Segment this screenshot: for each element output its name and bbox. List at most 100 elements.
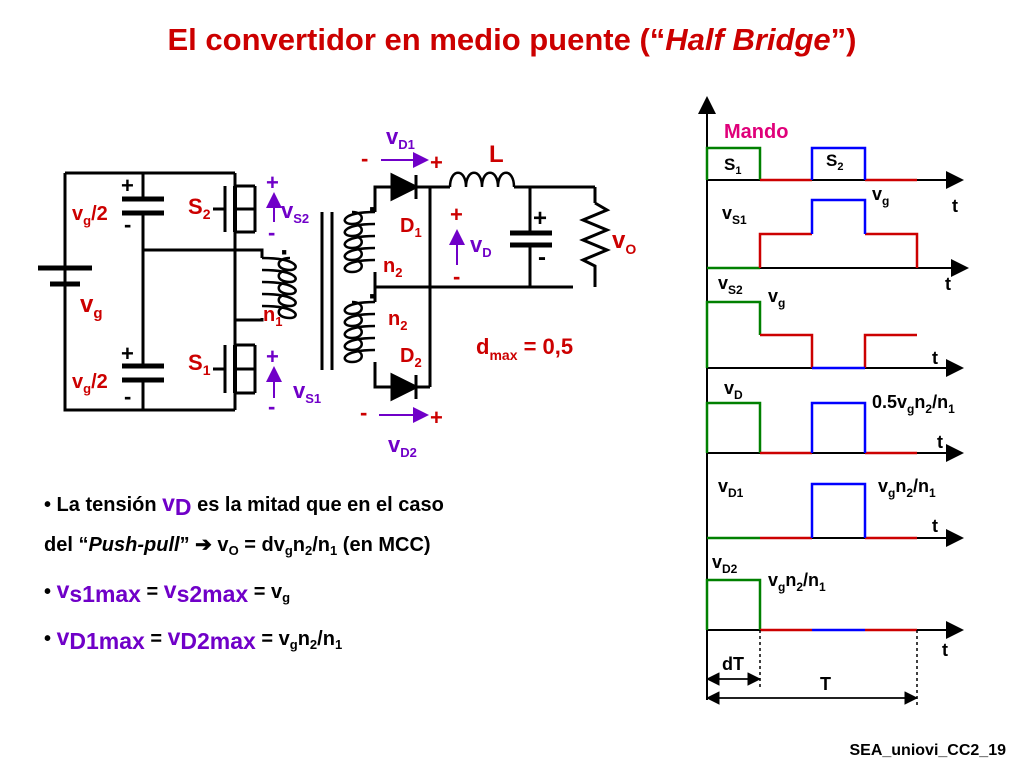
bullet1-text-h: (en MCC) — [337, 534, 431, 556]
bullet2-dot: • — [44, 581, 57, 603]
bullet3-v2: v — [167, 624, 181, 650]
label-cap-top-minus: - — [124, 212, 131, 237]
bullet2-eq: = — [140, 581, 164, 603]
bullet2-v2-sub: s2max — [176, 581, 249, 607]
t-axis-vd: t — [937, 432, 943, 452]
label-n2-top: n2 — [383, 255, 402, 280]
t-axis-vd1: t — [932, 516, 938, 536]
output-cap-plus: + — [533, 205, 547, 232]
label-s1: S1 — [188, 350, 211, 378]
load-resistor — [579, 201, 611, 272]
source-vg-symbol — [38, 258, 92, 296]
switch-s2-symbol — [213, 184, 257, 234]
bullet3-eq: = — [144, 628, 168, 650]
bullet2-tail-sub: g — [282, 590, 291, 605]
label-vg-half-bottom: vg/2 — [72, 371, 108, 396]
bullet1-text-f: n — [292, 534, 305, 556]
label-dt: dT — [722, 654, 744, 674]
bullet2-v2: v — [163, 577, 177, 603]
t-axis-mando: t — [952, 196, 958, 216]
secondary-coil-top — [343, 210, 376, 274]
wave-vd-s2 — [810, 401, 867, 453]
dot-secondary-top: · — [368, 193, 378, 226]
label-wave-vs2: vS2 — [718, 273, 743, 297]
bullet1-text-c: del “ — [44, 534, 89, 556]
vs2-minus: - — [268, 220, 275, 245]
label-vd2: vD2 — [388, 432, 417, 460]
label-inductor: L — [489, 141, 504, 168]
title-suffix: ”) — [830, 22, 857, 57]
output-capacitor-symbol — [510, 230, 552, 248]
dot-secondary-bottom: · — [368, 280, 378, 313]
dot-primary: · — [280, 236, 290, 269]
bullet3-tail-sub: g — [289, 637, 298, 652]
wave-mando-s2 — [810, 146, 867, 180]
bullet3-v1: v — [56, 624, 70, 650]
wave-vs1-s2 — [810, 198, 867, 234]
label-wave-s1: S1 — [724, 155, 741, 177]
vs2-plus: + — [266, 170, 279, 195]
bullet3-v1-sub: D1max — [69, 628, 145, 654]
label-wave-vs1: vS1 — [722, 203, 747, 227]
label-cap-bottom-plus: + — [121, 341, 134, 366]
bullet1-text-b: es la mitad que en el caso — [191, 494, 444, 516]
bullet1-sub-o: O — [228, 543, 239, 558]
label-wave-vd2: vD2 — [712, 552, 738, 576]
circuit-diagram — [38, 171, 611, 412]
slide-footer: SEA_uniovi_CC2_19 — [849, 742, 1006, 759]
wave-mando-s1 — [705, 146, 762, 180]
bullet3-n-sub: 2 — [309, 637, 318, 652]
bullet2-v1-sub: s1max — [69, 581, 141, 607]
t-axis-vs1: t — [945, 274, 951, 294]
label-n1: n1 — [263, 304, 282, 329]
wave-vd-s1 — [705, 401, 762, 453]
secondary-coil-bottom — [343, 300, 376, 364]
label-vg-source: vg — [80, 291, 103, 322]
label-dmax: dmax = 0,5 — [476, 334, 573, 363]
output-cap-minus: - — [538, 244, 546, 271]
bullet-vd-half: • La tensión vD es la mitad que en el ca… — [44, 490, 684, 564]
label-wave-s2: S2 — [826, 151, 843, 173]
capacitor-bottom-symbol — [122, 363, 164, 383]
bullet-list: • La tensión vD es la mitad que en el ca… — [44, 490, 684, 671]
primary-coil — [261, 256, 297, 320]
label-cap-bottom-minus: - — [124, 384, 131, 409]
label-vs1: vS1 — [293, 378, 321, 406]
output-wire — [514, 185, 597, 287]
bullet1-text-g: /n — [312, 534, 331, 556]
label-vo: vO — [612, 227, 636, 257]
secondary-wire — [373, 185, 573, 389]
bullet2-v1: v — [56, 577, 70, 603]
bullet1-vd-sub: D — [174, 494, 192, 520]
bullet3-tail: = v — [255, 628, 290, 650]
wave-vs2-off — [760, 333, 917, 368]
label-wave-vd2-level: vgn2/n1 — [768, 570, 826, 594]
vd1-minus: - — [361, 146, 368, 171]
slide-title: El convertidor en medio puente (“Half Br… — [0, 22, 1024, 58]
vd-minus: - — [453, 264, 460, 289]
bullet1-vd: v — [162, 490, 175, 516]
label-mando: Mando — [724, 121, 788, 143]
t-axis-vs2: t — [932, 348, 938, 368]
title-italic: Half Bridge — [665, 22, 831, 57]
label-n2-bottom: n2 — [388, 308, 407, 333]
label-T: T — [820, 674, 831, 694]
vd1-plus: + — [430, 150, 443, 175]
bullet1-sub-1: 1 — [330, 543, 338, 558]
midpoint-wire — [143, 248, 264, 322]
label-wave-vd: vD — [724, 378, 743, 402]
bullet1-line2: del “Push-pull” ➔ vO = dvgn2/n1 (en MCC) — [44, 532, 684, 564]
title-prefix: El convertidor en medio puente (“ — [167, 22, 666, 57]
supply-wire — [63, 171, 235, 412]
label-s2: S2 — [188, 194, 211, 222]
bullet1-text-e: = dv — [238, 534, 285, 556]
diode-d1-symbol — [390, 172, 430, 202]
diode-d2-symbol — [390, 372, 430, 402]
label-d1: D1 — [400, 215, 422, 240]
vd2-plus: + — [430, 405, 443, 430]
t-axis-vd2: t — [942, 640, 948, 660]
label-d2: D2 — [400, 345, 422, 370]
switch-s1-symbol — [213, 343, 257, 395]
vs1-minus: - — [268, 394, 275, 419]
